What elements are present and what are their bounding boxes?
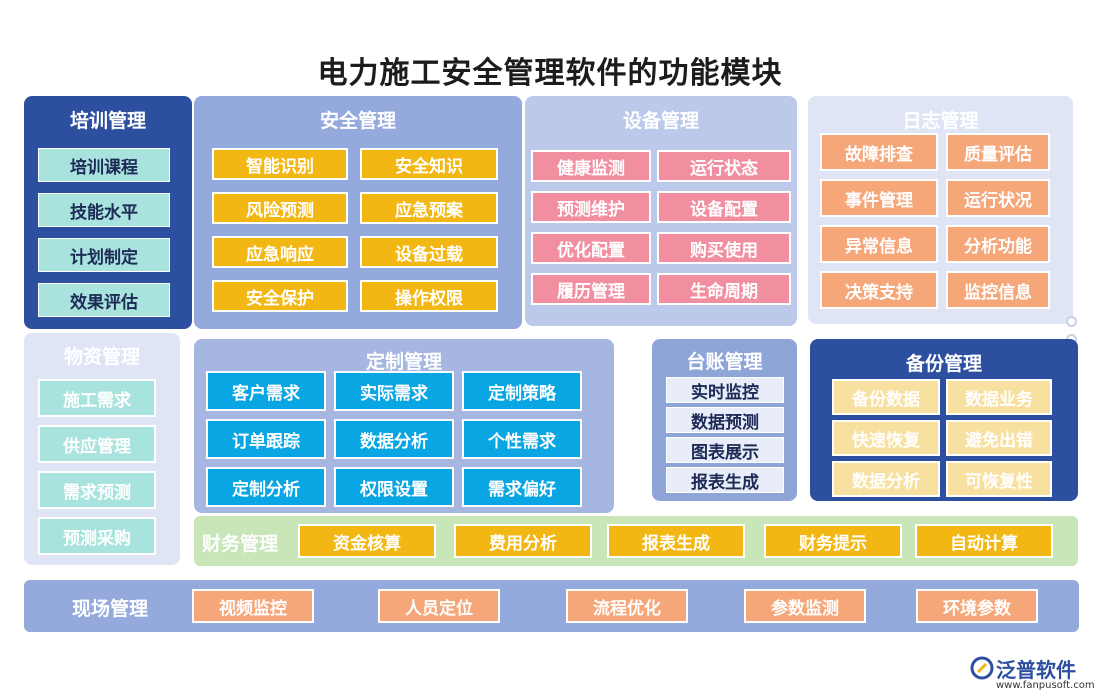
finance-title: 财务管理	[202, 533, 279, 555]
log-item: 分析功能	[946, 225, 1050, 263]
custom-title: 定制管理	[365, 351, 442, 373]
custom-item: 实际需求	[334, 371, 454, 411]
material-item: 需求预测	[38, 471, 156, 509]
ledger-item: 数据预测	[666, 407, 784, 433]
logo-text: 泛普软件	[996, 658, 1076, 682]
custom-item: 定制策略	[462, 371, 582, 411]
training-item: 计划制定	[38, 238, 170, 272]
safety-panel: 安全管理 智能识别 安全知识 风险预测 应急预案 应急响应 设备过载 安全保护 …	[194, 96, 522, 329]
site-item: 参数监测	[744, 589, 866, 623]
site-item: 环境参数	[916, 589, 1038, 623]
ledger-item: 报表生成	[666, 467, 784, 493]
training-title: 培训管理	[69, 110, 146, 132]
backup-item: 避免出错	[946, 420, 1052, 456]
custom-item: 个性需求	[462, 419, 582, 459]
material-title: 物资管理	[63, 346, 140, 368]
site-item: 视频监控	[192, 589, 314, 623]
backup-item: 可恢复性	[946, 461, 1052, 497]
training-item: 效果评估	[38, 283, 170, 317]
equipment-item: 优化配置	[531, 232, 651, 264]
backup-items: 备份数据 数据业务 快速恢复 避免出错 数据分析 可恢复性	[832, 379, 1052, 497]
material-item: 施工需求	[38, 379, 156, 417]
safety-title: 安全管理	[319, 110, 396, 132]
equipment-item: 预测维护	[531, 191, 651, 223]
equipment-item: 运行状态	[657, 150, 791, 182]
finance-item: 资金核算	[298, 524, 436, 558]
equipment-item: 履历管理	[531, 273, 651, 305]
training-item: 技能水平	[38, 193, 170, 227]
backup-item: 备份数据	[832, 379, 940, 415]
log-item: 故障排查	[820, 133, 938, 171]
ledger-item: 图表展示	[666, 437, 784, 463]
log-item: 质量评估	[946, 133, 1050, 171]
log-item: 监控信息	[946, 271, 1050, 309]
backup-panel: 备份管理 备份数据 数据业务 快速恢复 避免出错 数据分析 可恢复性	[810, 339, 1078, 501]
material-item: 供应管理	[38, 425, 156, 463]
log-items: 故障排查 质量评估 事件管理 运行状况 异常信息 分析功能 决策支持 监控信息	[820, 133, 1050, 309]
ledger-panel: 台账管理 实时监控 数据预测 图表展示 报表生成	[652, 339, 797, 501]
safety-items: 智能识别 安全知识 风险预测 应急预案 应急响应 设备过载 安全保护 操作权限	[212, 148, 498, 312]
custom-item: 数据分析	[334, 419, 454, 459]
material-panel: 物资管理 施工需求 供应管理 需求预测 预测采购	[24, 333, 180, 565]
logo-url: www.fanpusoft.com	[996, 680, 1095, 691]
safety-item: 风险预测	[212, 192, 348, 224]
safety-item: 安全保护	[212, 280, 348, 312]
safety-item: 设备过载	[360, 236, 498, 268]
connector-dot	[1066, 316, 1077, 327]
log-panel: 日志管理 故障排查 质量评估 事件管理 运行状况 异常信息 分析功能 决策支持 …	[808, 96, 1073, 324]
custom-items: 客户需求 实际需求 定制策略 订单跟踪 数据分析 个性需求 定制分析 权限设置 …	[206, 371, 582, 507]
log-item: 决策支持	[820, 271, 938, 309]
ledger-items: 实时监控 数据预测 图表展示 报表生成	[666, 377, 784, 493]
brand-logo: 泛普软件 www.fanpusoft.com	[970, 652, 1095, 696]
site-item: 流程优化	[566, 589, 688, 623]
custom-panel: 定制管理 客户需求 实际需求 定制策略 订单跟踪 数据分析 个性需求 定制分析 …	[194, 339, 614, 513]
safety-item: 安全知识	[360, 148, 498, 180]
safety-item: 智能识别	[212, 148, 348, 180]
site-item: 人员定位	[378, 589, 500, 623]
log-title: 日志管理	[902, 110, 979, 132]
safety-item: 应急响应	[212, 236, 348, 268]
equipment-item: 生命周期	[657, 273, 791, 305]
custom-item: 需求偏好	[462, 467, 582, 507]
finance-item: 财务提示	[764, 524, 902, 558]
safety-item: 应急预案	[360, 192, 498, 224]
finance-item: 费用分析	[454, 524, 592, 558]
backup-title: 备份管理	[905, 353, 982, 375]
training-item: 培训课程	[38, 148, 170, 182]
equipment-items: 健康监测 运行状态 预测维护 设备配置 优化配置 购买使用 履历管理 生命周期	[531, 150, 791, 305]
site-title: 现场管理	[72, 598, 149, 620]
equipment-item: 健康监测	[531, 150, 651, 182]
finance-item: 自动计算	[915, 524, 1053, 558]
backup-item: 快速恢复	[832, 420, 940, 456]
ledger-title: 台账管理	[686, 351, 763, 373]
equipment-item: 购买使用	[657, 232, 791, 264]
finance-item: 报表生成	[607, 524, 745, 558]
log-item: 事件管理	[820, 179, 938, 217]
page-title: 电力施工安全管理软件的功能模块	[317, 56, 783, 91]
safety-item: 操作权限	[360, 280, 498, 312]
custom-item: 订单跟踪	[206, 419, 326, 459]
log-item: 运行状况	[946, 179, 1050, 217]
site-panel: 现场管理 视频监控 人员定位 流程优化 参数监测 环境参数	[24, 580, 1079, 632]
custom-item: 客户需求	[206, 371, 326, 411]
custom-item: 权限设置	[334, 467, 454, 507]
finance-panel: 财务管理 资金核算 费用分析 报表生成 财务提示 自动计算	[194, 516, 1078, 566]
equipment-title: 设备管理	[622, 110, 699, 132]
training-items: 培训课程 技能水平 计划制定 效果评估	[38, 148, 170, 317]
equipment-item: 设备配置	[657, 191, 791, 223]
training-panel: 培训管理 培训课程 技能水平 计划制定 效果评估	[24, 96, 192, 329]
custom-item: 定制分析	[206, 467, 326, 507]
material-item: 预测采购	[38, 517, 156, 555]
backup-item: 数据分析	[832, 461, 940, 497]
material-items: 施工需求 供应管理 需求预测 预测采购	[38, 379, 156, 555]
log-item: 异常信息	[820, 225, 938, 263]
ledger-item: 实时监控	[666, 377, 784, 403]
equipment-panel: 设备管理 健康监测 运行状态 预测维护 设备配置 优化配置 购买使用 履历管理 …	[525, 96, 797, 326]
backup-item: 数据业务	[946, 379, 1052, 415]
logo-mark-icon	[970, 656, 994, 680]
